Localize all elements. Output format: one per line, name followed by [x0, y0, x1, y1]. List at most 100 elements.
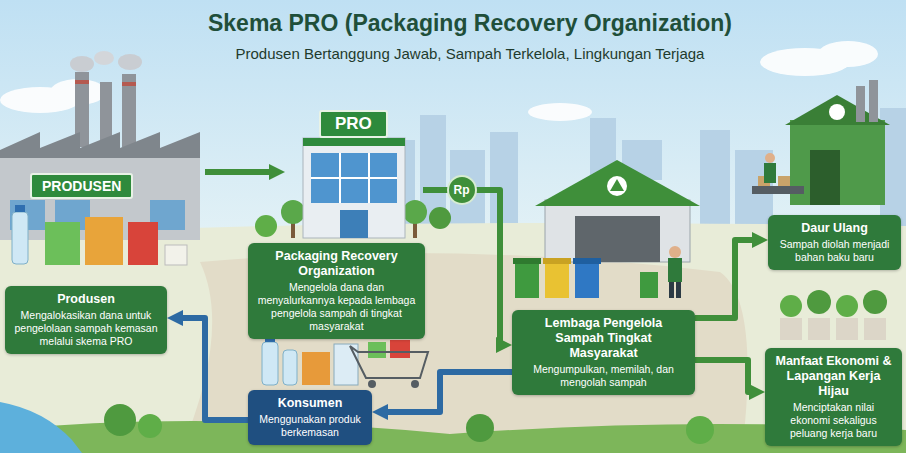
box-body: Sampah diolah menjadi bahan baku baru	[776, 238, 893, 264]
consumer-products	[262, 342, 278, 385]
waste-bin	[573, 258, 601, 264]
pro-building	[303, 138, 405, 238]
factory-building	[0, 132, 200, 162]
consumer-products	[411, 380, 419, 388]
pro-building	[281, 200, 305, 224]
subtitle: Produsen Bertanggung Jawab, Sampah Terke…	[20, 44, 906, 64]
recycling-plant	[829, 104, 845, 120]
tree	[255, 215, 277, 237]
pro-building	[311, 177, 397, 179]
pro-building-node: PRO	[285, 108, 423, 238]
consumer-products	[390, 340, 410, 358]
recycling-plant	[790, 120, 885, 205]
pro-building	[339, 153, 341, 203]
box-body: Mengelola dana dan menyalurkannya kepada…	[256, 281, 417, 333]
factory-building	[94, 51, 114, 65]
collection-building	[575, 216, 660, 262]
box-heading: Produsen	[13, 292, 159, 307]
factory-building	[15, 205, 25, 212]
plant-pots	[808, 318, 830, 340]
pro-building	[403, 200, 427, 224]
factory-building	[75, 80, 89, 84]
consumer-products	[368, 342, 386, 358]
edge-label: Rp	[454, 183, 470, 197]
header: Skema PRO (Packaging Recovery Organizati…	[20, 8, 906, 64]
pro-building	[340, 210, 368, 238]
plant-pots	[780, 295, 802, 317]
factory-building	[122, 82, 136, 86]
recycling-plant	[752, 80, 890, 205]
waste-bin	[575, 262, 599, 298]
waste-bin	[513, 258, 658, 298]
consumer-products	[262, 335, 428, 388]
recycling-plant	[810, 150, 840, 205]
flow-arrow	[423, 190, 500, 345]
worker	[668, 246, 682, 298]
factory-building	[12, 212, 28, 264]
box-heading: Manfaat Ekonomi & Lapangan Kerja Hijau	[773, 354, 894, 399]
river	[0, 402, 82, 453]
box-heading: Lembaga Pengelola Sampah Tingkat Masyara…	[520, 316, 687, 361]
building-sign: PRODUSEN	[30, 173, 133, 199]
worker	[669, 282, 674, 298]
consumer-products	[283, 350, 297, 385]
factory-building	[70, 56, 94, 72]
money-coin: Rp	[447, 175, 477, 205]
worker	[669, 246, 681, 258]
factory-building	[0, 50, 205, 245]
recycling-plant	[778, 176, 790, 186]
factory-building	[122, 74, 136, 147]
title: Skema PRO (Packaging Recovery Organizati…	[20, 8, 906, 38]
info-box: Packaging Recovery OrganizationMengelola…	[248, 243, 425, 339]
waste-bin	[543, 258, 571, 264]
tree	[138, 414, 162, 438]
flow-arrow	[695, 240, 756, 318]
info-box: Lembaga Pengelola Sampah Tingkat Masyara…	[512, 310, 695, 395]
flow-arrow	[384, 372, 512, 412]
waste-bin	[640, 272, 658, 298]
factory-node: PRODUSEN	[0, 50, 205, 245]
box-heading: Packaging Recovery Organization	[256, 249, 417, 279]
tree	[104, 404, 136, 436]
plant-pots	[863, 290, 887, 314]
recycling-plant	[764, 163, 776, 183]
tree	[686, 416, 714, 444]
collection-building	[545, 200, 690, 262]
info-box: Daur UlangSampah diolah menjadi bahan ba…	[768, 215, 901, 270]
info-box: Manfaat Ekonomi & Lapangan Kerja HijauMe…	[765, 348, 902, 446]
factory-building	[45, 222, 80, 265]
city-skyline	[700, 130, 730, 230]
factory-building	[118, 54, 142, 70]
plant-pots	[864, 318, 886, 340]
flow-arrow	[205, 169, 273, 175]
collection-building	[610, 179, 624, 191]
factory-building	[85, 217, 123, 265]
waste-bin	[513, 258, 541, 264]
collection-building	[535, 160, 700, 206]
plant-pots	[836, 295, 858, 317]
city-skyline	[490, 132, 518, 232]
collection-building	[535, 160, 700, 262]
pro-building	[368, 153, 370, 203]
tree	[104, 207, 714, 444]
box-heading: Daur Ulang	[776, 221, 893, 236]
consumer-products	[350, 346, 428, 378]
pro-building	[311, 153, 397, 203]
waste-bin	[545, 262, 569, 298]
box-body: Menggunakan produk berkemasan	[256, 413, 364, 439]
box-body: Mengalokasikan dana untuk pengelolaan sa…	[13, 309, 159, 348]
cloud	[818, 41, 878, 67]
consumer-products	[368, 380, 376, 388]
consumer-products	[302, 352, 330, 385]
box-heading: Konsumen	[256, 396, 364, 411]
plant-pots	[807, 290, 831, 314]
plant-pots	[780, 290, 887, 340]
flow-arrow	[179, 318, 248, 420]
recycling-plant	[869, 80, 878, 122]
tree	[429, 207, 451, 229]
info-box: ProdusenMengalokasikan dana untuk pengel…	[5, 286, 167, 354]
tree	[466, 414, 494, 442]
box-body: Mengumpulkan, memilah, dan mengolah samp…	[520, 363, 687, 389]
